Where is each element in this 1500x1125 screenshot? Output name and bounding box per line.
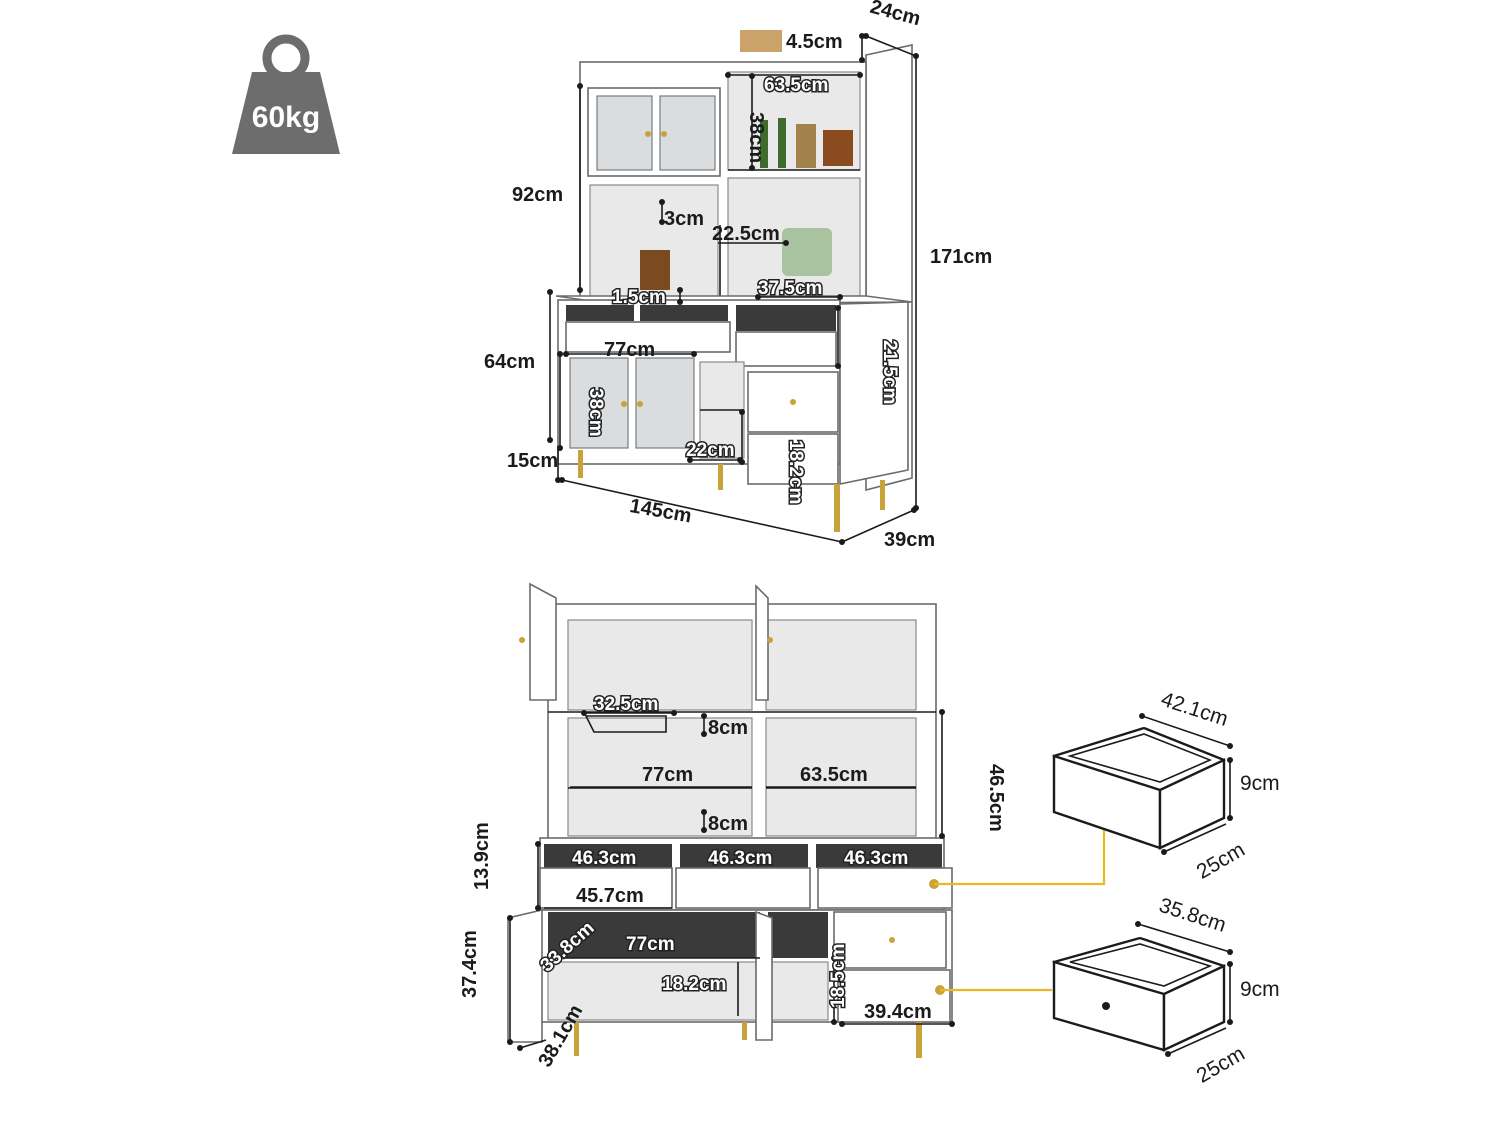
label-total-depth: 39cm: [884, 529, 935, 551]
label-drawer-front-width: 45.7cm: [576, 885, 644, 907]
weight-icon: 60kg: [232, 34, 340, 154]
label-glass-rack-gap: 3cm: [664, 208, 704, 230]
leader-lines: [934, 828, 1106, 992]
label-side-drawer-width: 39.4cm: [864, 1001, 932, 1023]
label-left-shelf-width: 77cm: [642, 764, 693, 786]
top-dimension-labels: 24cm 4.5cm 63.5cm 38cm 92cm 3cm 22.5cm 1…: [484, 0, 992, 551]
label-shelf-width-right: 63.5cm: [764, 75, 828, 96]
label-side-drawer-height: 18.5cm: [828, 944, 849, 1008]
label-top-lip: 4.5cm: [786, 31, 843, 53]
label-base-door-height: 38cm: [585, 388, 606, 437]
assembled-cabinet: [555, 30, 913, 532]
label-cubby-height: 18.2cm: [785, 440, 806, 504]
label-hutch-height: 92cm: [512, 184, 563, 206]
label-appliance-gap: 22.5cm: [712, 223, 780, 245]
label-right-counter-width: 37.5cm: [758, 278, 822, 299]
drawer-bottom-depth: 25cm: [1193, 1042, 1249, 1088]
label-cubby-height-front: 18.2cm: [662, 974, 726, 995]
label-base-door-width: 77cm: [604, 339, 655, 361]
front-dimension-lines: [507, 709, 955, 1051]
label-leg-height: 15cm: [507, 450, 558, 472]
label-cabinet-width: 77cm: [626, 934, 675, 955]
drawer-top-height: 9cm: [1240, 772, 1280, 795]
label-counter-thickness: 1.5cm: [612, 287, 666, 308]
drawer-bottom-width: 35.8cm: [1156, 894, 1229, 937]
drawer-diagram-bottom: 35.8cm 9cm 25cm: [1051, 894, 1280, 1088]
label-total-width: 145cm: [628, 495, 693, 527]
weight-label: 60kg: [252, 101, 320, 134]
drawer-bottom-height: 9cm: [1240, 978, 1280, 1001]
label-drawer-height-right: 21.5cm: [879, 340, 900, 404]
front-cabinet: [507, 582, 953, 1058]
label-depth-top: 24cm: [868, 0, 923, 30]
label-lower-gap: 8cm: [708, 813, 748, 835]
label-cubby-width: 22cm: [686, 440, 735, 461]
label-drawer-height: 13.9cm: [471, 822, 493, 890]
label-rack-width: 32.5cm: [594, 694, 658, 715]
top-dimension-lines: [547, 33, 919, 545]
label-drawer-inner-1: 46.3cm: [572, 848, 636, 869]
drawer-diagram-top: 42.1cm 9cm 25cm: [1051, 688, 1280, 884]
label-right-shelf-width: 63.5cm: [800, 764, 868, 786]
label-drawer-inner-3: 46.3cm: [844, 848, 908, 869]
label-base-height: 64cm: [484, 351, 535, 373]
label-total-height: 171cm: [930, 246, 992, 268]
label-upper-open-height: 46.5cm: [985, 764, 1007, 832]
drawer-top-depth: 25cm: [1193, 838, 1249, 884]
label-rack-gap: 8cm: [708, 717, 748, 739]
label-door-height: 37.4cm: [459, 930, 481, 998]
label-shelf-height: 38cm: [745, 112, 767, 163]
front-dimension-labels: 32.5cm 8cm 77cm 63.5cm 46.5cm 8cm 46.3cm…: [459, 693, 1007, 1071]
label-drawer-inner-2: 46.3cm: [708, 848, 772, 869]
